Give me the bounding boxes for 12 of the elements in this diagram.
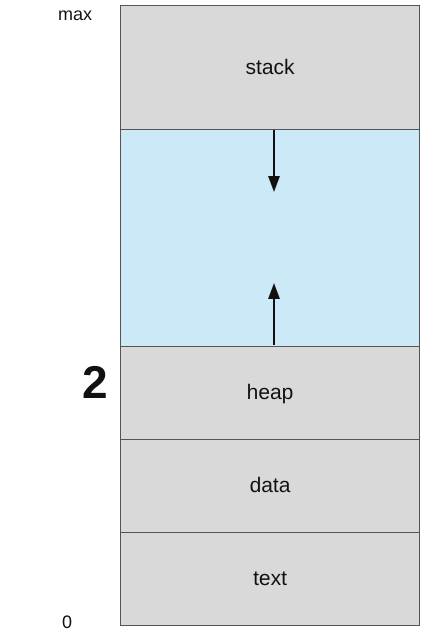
memory-segment xyxy=(120,532,420,626)
page-number: 2 xyxy=(82,355,108,409)
address-label: 0 xyxy=(62,612,72,633)
segment-label: text xyxy=(253,567,287,591)
segment-label: heap xyxy=(246,381,294,405)
segment-label: stack xyxy=(245,56,294,80)
segment-label: data xyxy=(250,474,290,498)
free-space-region xyxy=(120,129,420,347)
memory-segment xyxy=(120,346,420,440)
address-label: max xyxy=(58,4,92,25)
memory-segment xyxy=(120,439,420,533)
memory-segment xyxy=(120,5,420,130)
